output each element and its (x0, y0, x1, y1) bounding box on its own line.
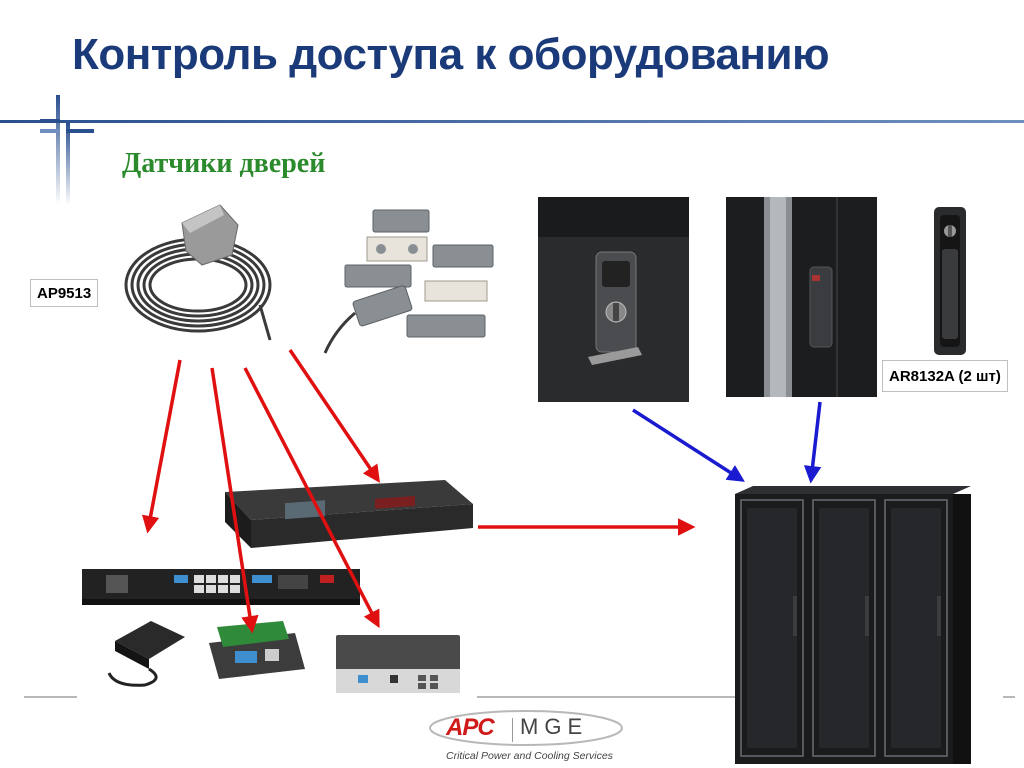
ap9513-label: AP9513 (30, 279, 99, 307)
page-title: Контроль доступа к оборудованию (72, 30, 830, 79)
handle-lock-image (934, 207, 966, 355)
logo-brand: APC (446, 714, 495, 741)
apc-mge-logo: APC MGE Critical Power and Cooling Servi… (426, 708, 626, 766)
arrow-to-card (210, 367, 259, 634)
logo-separator (512, 718, 513, 742)
arrow-handle-to-racks (803, 401, 822, 484)
logo-swoosh-icon (429, 710, 623, 746)
title-divider (0, 120, 1024, 123)
ar8132a-label: AR8132A (2 шт) (882, 360, 1008, 392)
arrow-to-monitor (243, 367, 380, 629)
rack-door-handle-photo (726, 197, 877, 397)
door-lock-photo (538, 197, 689, 402)
sensor-kit-image (323, 209, 494, 354)
footer-rule-right (1003, 696, 1015, 698)
arrow-lock-to-racks (632, 408, 745, 482)
rack-pdu-image (82, 569, 360, 605)
sensor-and-card-image (107, 621, 305, 687)
netbotz-rack-monitor-image (336, 635, 460, 693)
corner-cross-icon (40, 95, 94, 205)
section-subtitle: Датчики дверей (122, 148, 326, 179)
cable-sensor-image (124, 204, 272, 341)
logo-tagline: Critical Power and Cooling Services (446, 750, 613, 762)
footer-rule-left (24, 696, 77, 698)
footer-rule-center (477, 696, 735, 698)
logo-partner: MGE (520, 714, 589, 739)
arrow-to-pdu (141, 359, 182, 534)
server-racks-image (735, 486, 971, 764)
arrow-to-appliance (288, 349, 380, 483)
